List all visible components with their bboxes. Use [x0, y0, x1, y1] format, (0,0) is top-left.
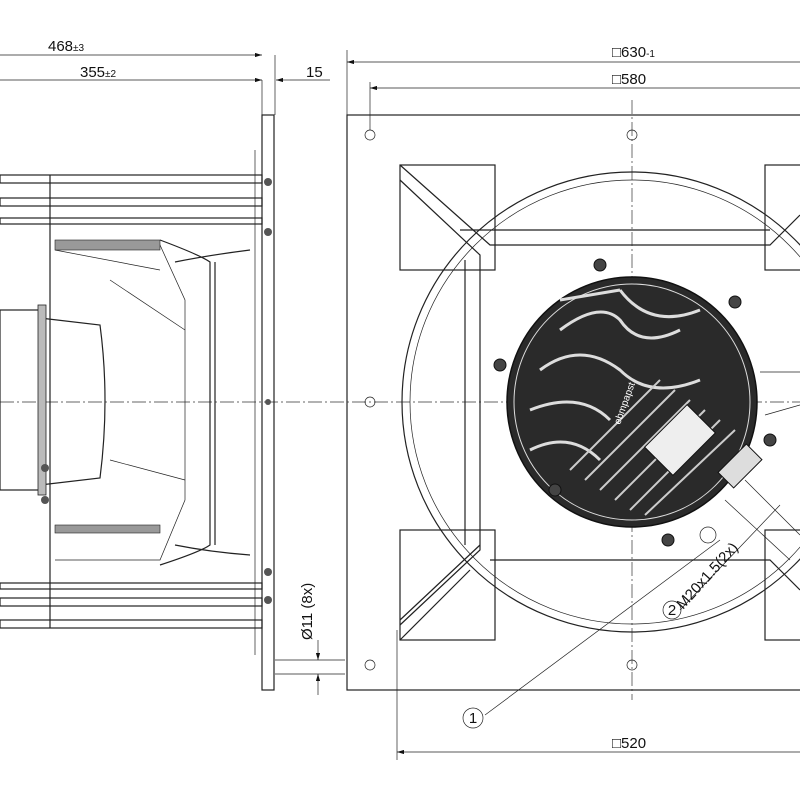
dim-hole-spacing: □580 — [612, 71, 646, 88]
motor-electronics: ebmpapst — [493, 258, 800, 561]
mounting-plate — [346, 114, 800, 691]
dim-flange: 15 — [306, 64, 323, 81]
dim-inner: □520 — [612, 735, 646, 752]
support-rails — [0, 174, 263, 629]
callout-1: 1 — [462, 707, 484, 729]
flange-plate — [261, 114, 275, 691]
dim-motor-length: 355±2 — [80, 64, 117, 81]
inlet-ring — [401, 171, 800, 633]
motor-body — [0, 309, 41, 491]
side-view: 468±3 355±2 15 Ø11 (8x) — [0, 38, 345, 695]
svg-text:2: 2 — [668, 602, 676, 619]
cable-glands — [717, 443, 800, 561]
front-view: ebmpapst 2 M20x1.5(2x) 1 □630 — [330, 44, 800, 760]
dim-overall-length: 468±3 — [48, 38, 85, 55]
struts — [399, 164, 800, 641]
thread-spec: M20x1.5(2x) — [673, 539, 741, 612]
svg-text:1: 1 — [469, 710, 477, 727]
dim-plate: □630-1 — [612, 44, 655, 61]
callout-2: 2 M20x1.5(2x) — [662, 539, 742, 620]
dim-hole-diameter: Ø11 (8x) — [299, 583, 316, 640]
